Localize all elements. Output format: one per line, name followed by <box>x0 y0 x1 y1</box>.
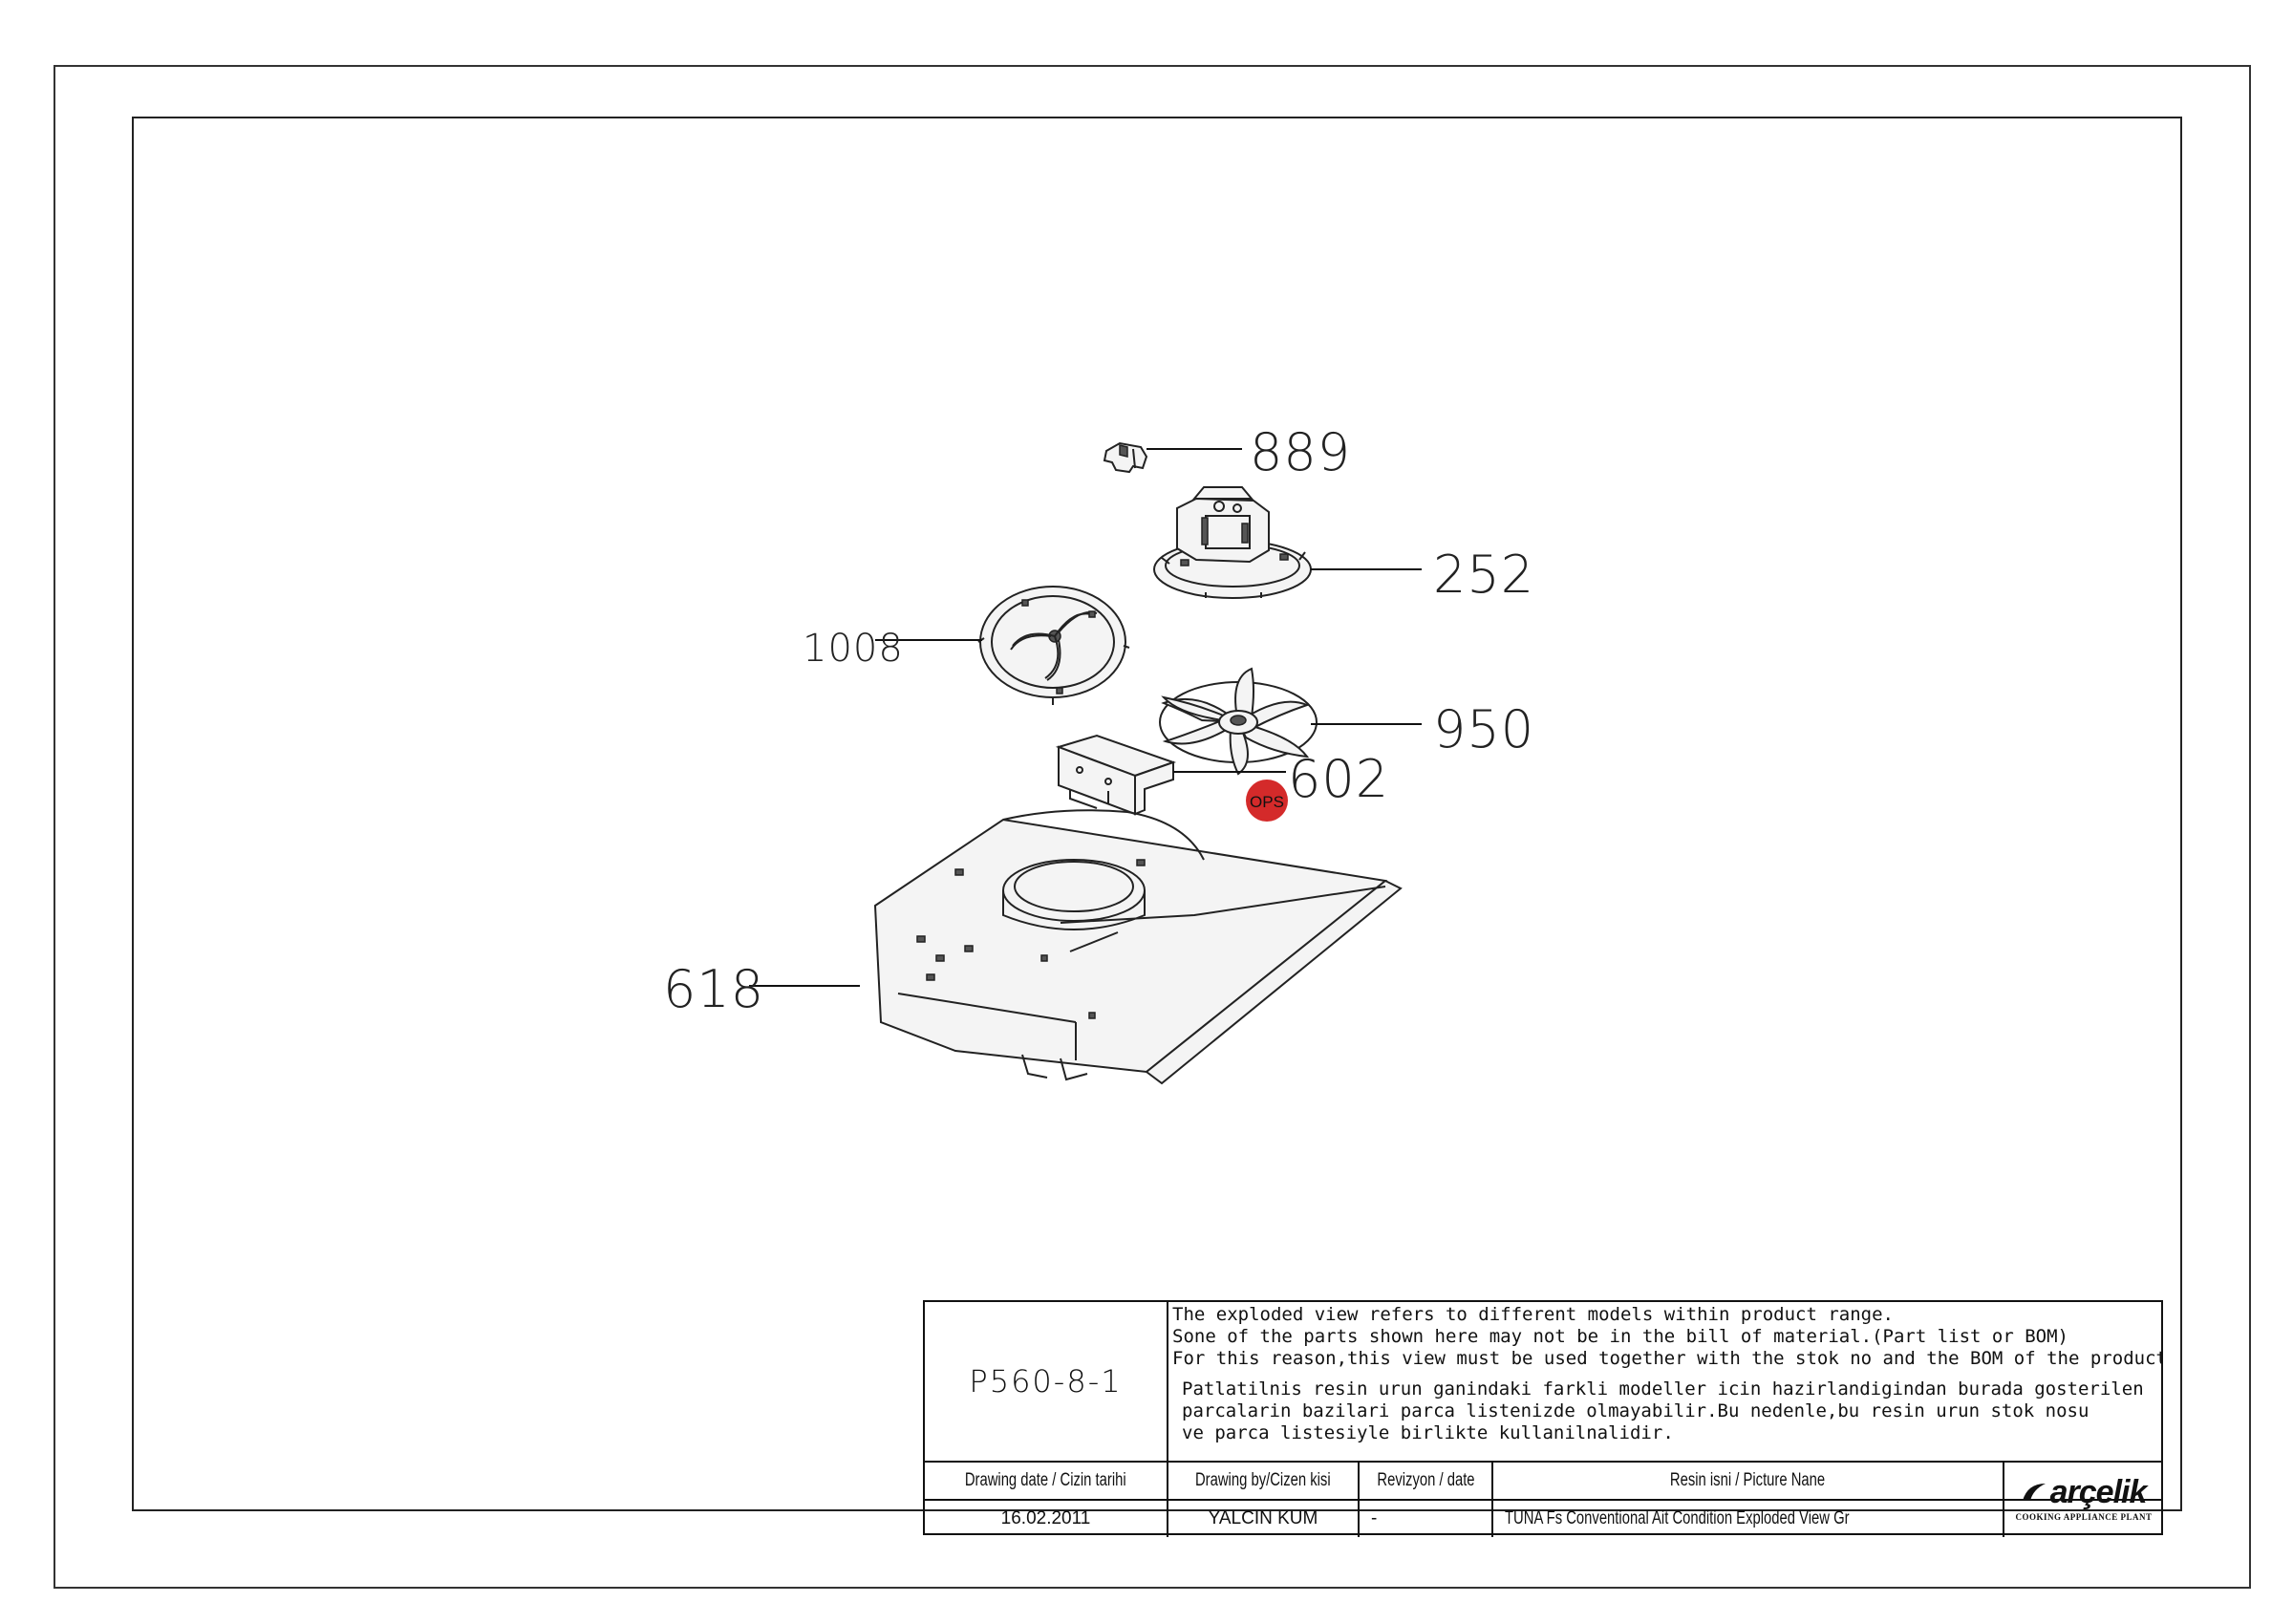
callout-618: 618 <box>663 959 764 1019</box>
note-en-line: Sone of the parts shown here may not be … <box>1172 1326 2068 1347</box>
part-602-bracket <box>1055 734 1177 816</box>
callout-889: 889 <box>1250 422 1351 482</box>
note-en-line: The exploded view refers to different mo… <box>1172 1304 1894 1325</box>
ops-badge: OPS <box>1246 780 1288 822</box>
part-889-clip <box>1103 441 1148 474</box>
drawing-area-border <box>132 117 2182 1511</box>
title-block-header-row: Drawing date / Cizin tarihi Drawing by/C… <box>925 1461 2163 1499</box>
part-1008-fan-cover <box>977 586 1130 705</box>
part-618-back-panel <box>873 809 1403 1085</box>
drawing-code: P560-8-1 <box>925 1302 1168 1461</box>
note-tr-line: parcalarin bazilari parca listenizde olm… <box>1182 1400 2089 1421</box>
header-picture-name: Resin isni / Picture Nane <box>1493 1463 2004 1499</box>
brand-logo-word: arçelik <box>2022 1476 2147 1508</box>
header-drawing-date: Drawing date / Cizin tarihi <box>925 1463 1168 1499</box>
ops-badge-label: OPS <box>1250 793 1284 811</box>
part-252-fan-motor <box>1153 486 1312 599</box>
value-drawing-date: 16.02.2011 <box>925 1501 1168 1537</box>
value-picture-name: TUNA Fs Conventional Ait Condition Explo… <box>1493 1501 2004 1537</box>
callout-1008: 1008 <box>803 627 904 671</box>
outer-sheet-border <box>54 65 2251 1589</box>
callout-252: 252 <box>1433 545 1534 605</box>
note-tr-line: ve parca listesiyle birlikte kullanilnal… <box>1182 1422 1674 1443</box>
header-drawing-by: Drawing by/Cizen kisi <box>1168 1463 1360 1499</box>
swoosh-icon <box>2022 1484 2046 1501</box>
brand-logo: arçelik COOKING APPLIANCE PLANT <box>2004 1461 2163 1537</box>
value-drawing-by: YALCIN KUM <box>1168 1501 1360 1537</box>
brand-logo-subtitle: COOKING APPLIANCE PLANT <box>2015 1512 2153 1522</box>
part-950-fan-impeller <box>1159 667 1318 776</box>
drawing-notes: The exploded view refers to different mo… <box>1168 1302 2162 1461</box>
header-revision: Revizyon / date <box>1360 1463 1493 1499</box>
value-revision: - <box>1360 1501 1493 1537</box>
callout-602: 602 <box>1288 749 1389 809</box>
title-block-value-row: 16.02.2011 YALCIN KUM - TUNA Fs Conventi… <box>925 1499 2163 1537</box>
note-tr-line: Patlatilnis resin urun ganindaki farkli … <box>1182 1378 2144 1400</box>
callout-950: 950 <box>1433 699 1534 759</box>
note-en-line: For this reason,this view must be used t… <box>1172 1348 2162 1369</box>
title-block: P560-8-1 The exploded view refers to dif… <box>923 1300 2163 1537</box>
